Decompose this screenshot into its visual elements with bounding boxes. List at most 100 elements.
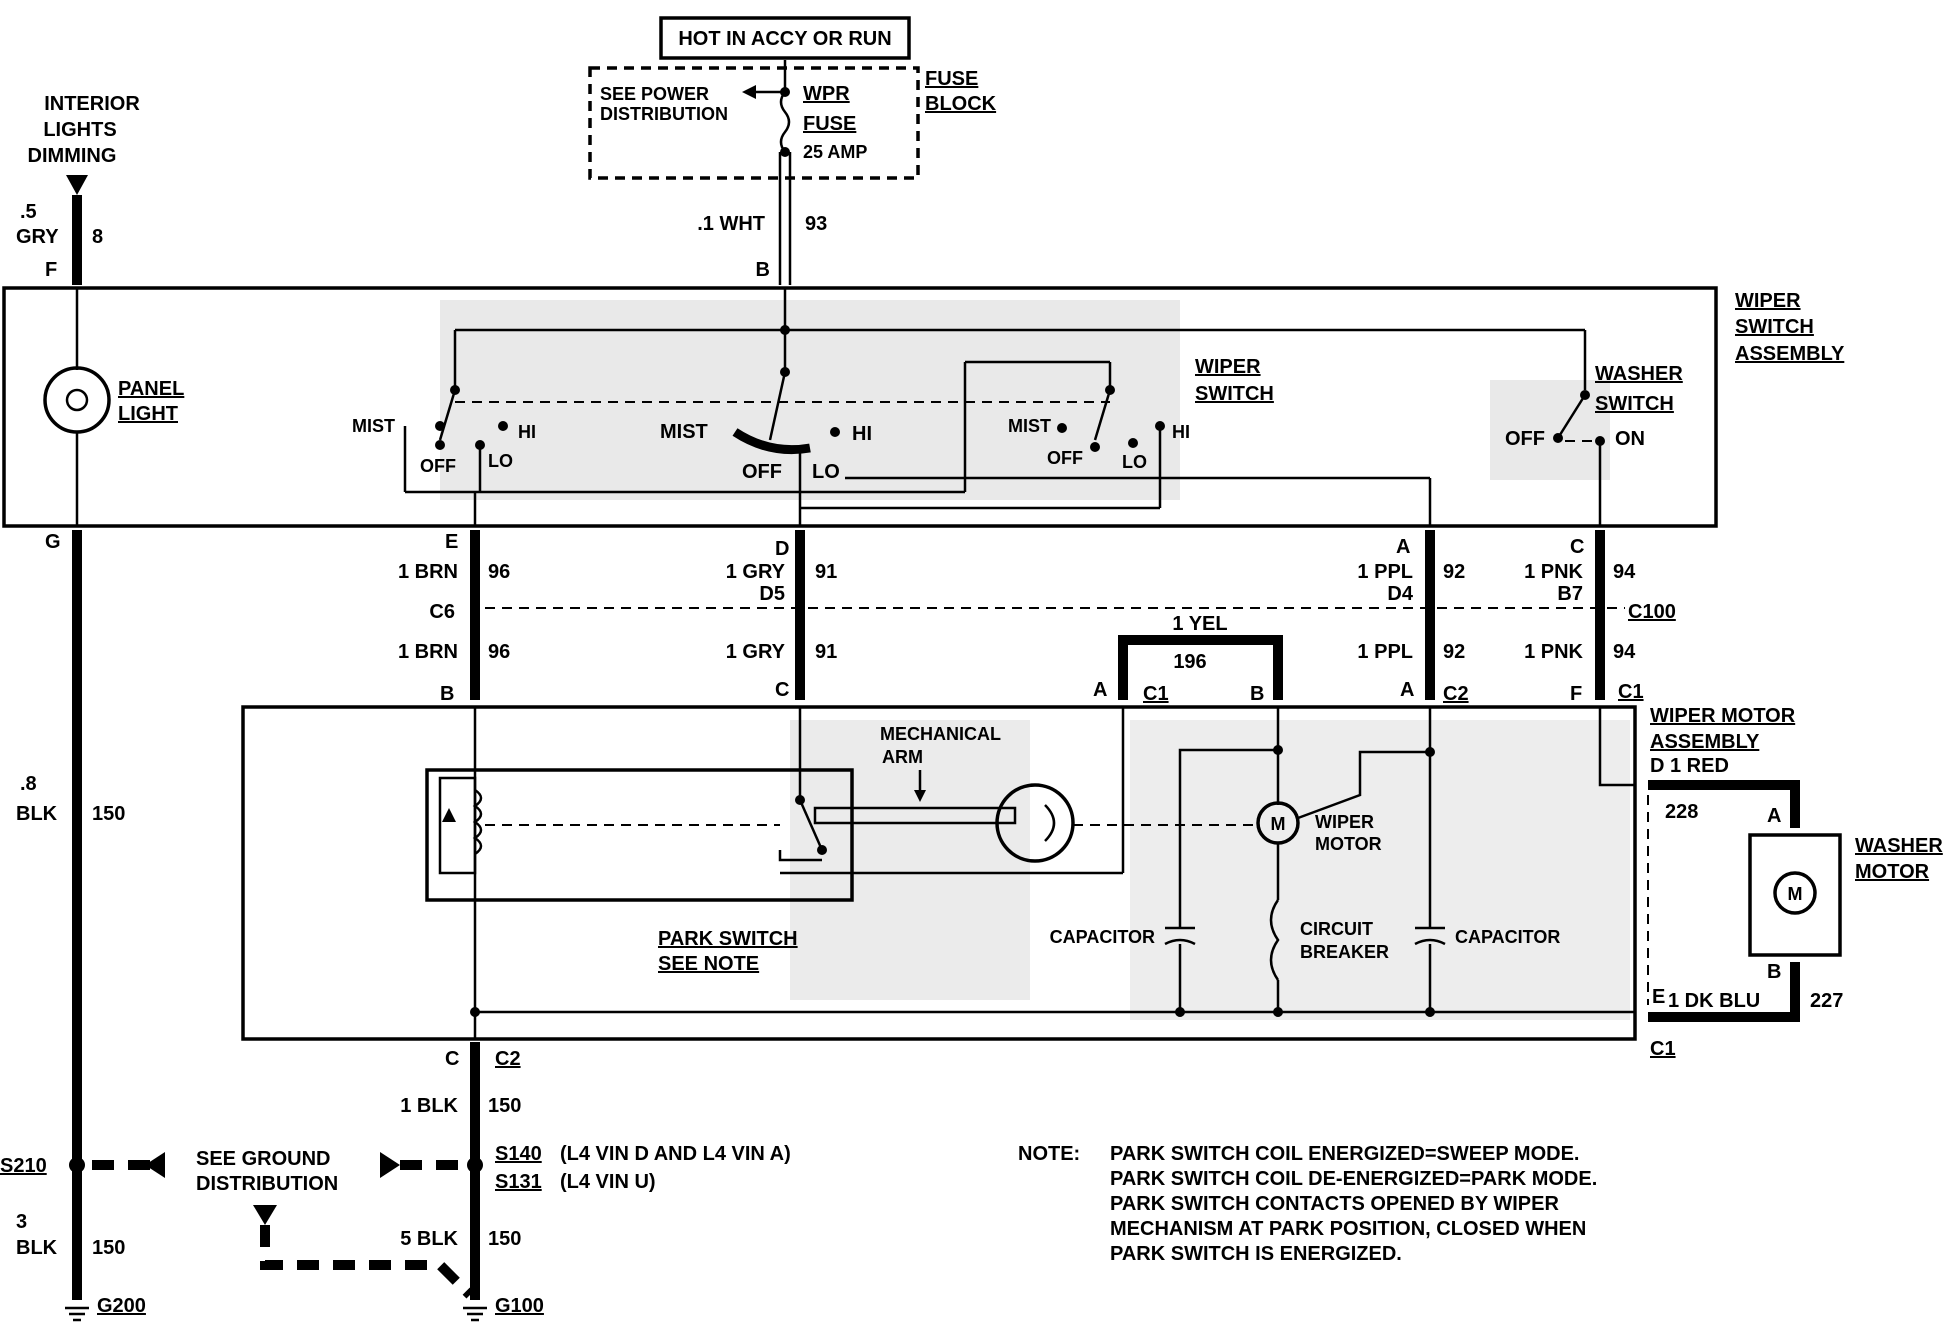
fuse-block-title-1: FUSE [925,68,978,90]
wiper-motor-label2: MOTOR [1315,834,1382,854]
wire-upper-1-label: 1 BRN [398,561,458,583]
wsa-line3: ASSEMBLY [1735,343,1845,365]
sw1-off [435,440,445,450]
wire-upper-2-circuit: 91 [815,561,837,583]
left-wire-color: BLK [16,803,58,825]
breaker-label2: BREAKER [1300,942,1389,962]
s140-splice [467,1157,483,1173]
fuse-node-bottom [780,147,790,157]
sw1-hi-label: HI [518,422,536,442]
wiper-switch-assembly-box [2,286,1718,528]
wire-upper-2-label: 1 GRY [726,561,786,583]
park-contact-blade [798,799,824,851]
yel-label: 1 YEL [1172,613,1227,635]
wire-upper-1-circuit: 96 [488,561,510,583]
mech-arm-label2: ARM [882,747,923,767]
blu-wire-connector: C1 [1650,1038,1676,1060]
sw1-mist [435,421,445,431]
see-power-1: SEE POWER [600,84,709,104]
g200-label: G200 [97,1295,146,1317]
ground-node-4 [1425,1007,1435,1017]
sw2-blade [732,428,811,455]
interior-color: GRY [16,226,59,248]
wire-upper-4-circuit: 94 [1613,561,1636,583]
wiper-switch-label2: SWITCH [1195,383,1274,405]
mech-arm-pointer-tip [914,790,926,802]
motor-c2-name: C2 [1443,683,1469,705]
park-diode [442,808,456,822]
sw3-lo-label: LO [1122,452,1147,472]
s140-desc: (L4 VIN D AND L4 VIN A) [560,1143,791,1165]
note-line-3: PARK SWITCH CONTACTS OPENED BY WIPER [1110,1193,1559,1215]
left-cap-plate2 [1164,938,1196,946]
washer-off [1553,433,1563,443]
motor-pin-b2: B [1250,683,1264,705]
s131-desc: (L4 VIN U) [560,1171,656,1193]
sw3-mist [1057,423,1067,433]
s140-label: S140 [495,1143,542,1165]
see-power-2: DISTRIBUTION [600,104,728,124]
note-line-1: PARK SWITCH COIL ENERGIZED=SWEEP MODE. [1110,1143,1580,1165]
red-wire-circuit: 228 [1665,801,1698,823]
feed-label: .1 WHT [697,213,765,235]
sw1-blade [438,389,457,441]
yel-circuit: 196 [1173,651,1206,673]
motor-c1-name: C1 [1143,683,1169,705]
fuse-name-1: WPR [803,83,850,105]
wire-lower-3-circuit: 92 [1443,641,1465,663]
hot-label: HOT IN ACCY OR RUN [678,28,891,50]
interior-line2: LIGHTS [43,119,116,141]
wiper-motor-label1: WIPER [1315,812,1374,832]
washer-feed-internal [1598,707,1635,787]
c100-d4: D4 [1387,583,1413,605]
interior-pin: F [45,259,57,281]
sw3-mist-label: MIST [1008,416,1051,436]
park-coil [472,788,483,856]
sw1-mist-label: MIST [352,416,395,436]
interior-line1: INTERIOR [44,93,140,115]
note-line-2: PARK SWITCH COIL DE-ENERGIZED=PARK MODE. [1110,1168,1597,1190]
blk-wire-label: 1 BLK [400,1095,458,1117]
note-line-4: MECHANISM AT PARK POSITION, CLOSED WHEN [1110,1218,1586,1240]
feed-pin: B [756,259,770,281]
sw2-arm [768,371,787,441]
panel-light-bulb [43,366,111,434]
ground-dist-arrow [380,1152,400,1178]
wiper-motor-assembly-box [241,705,1637,1041]
motor-shade [790,720,1030,1000]
wiper-switch-label1: WIPER [1195,356,1261,378]
wsa-line2: SWITCH [1735,316,1814,338]
s210-splice [69,1157,85,1173]
right-cap-node [1425,747,1435,757]
wire-lower-1-label: 1 BRN [398,641,458,663]
left-wire-gauge: .8 [20,773,37,795]
wire-lower-1-circuit: 96 [488,641,510,663]
fuse-block-box [588,66,920,180]
c100-b7: B7 [1557,583,1583,605]
motor-pin-a1: A [1093,679,1107,701]
ground-dist-label2: DISTRIBUTION [196,1173,338,1195]
breaker-label1: CIRCUIT [1300,919,1373,939]
park-switch-box [425,768,854,902]
washer-motor-label1: WASHER [1855,835,1943,857]
motor-hi-brush [1297,750,1430,820]
capacitor-right-label: CAPACITOR [1455,927,1560,947]
sw2-mist-label: MIST [660,421,708,443]
cam-arrow [1044,804,1056,842]
mechanical-arm [813,806,1017,825]
wire-lower-2-circuit: 91 [815,641,837,663]
wiper-motor-m: M [1271,814,1286,834]
wire-lower-4-circuit: 94 [1613,641,1636,663]
blu-wire-pin: E [1652,986,1665,1008]
c100-d5: D5 [759,583,785,605]
left-cap-feed [1178,748,1278,928]
wire-lower-4-label: 1 PNK [1524,641,1583,663]
yel-196-wire [1118,635,1283,700]
pin-e: E [445,531,458,553]
right-cap-plate2 [1414,938,1446,946]
hot-label-box [659,16,911,60]
lower-left-color: BLK [16,1237,58,1259]
motor-pin-c1: C [775,679,789,701]
motor-pin-f: F [1570,683,1582,705]
panel-light-label1: PANEL [118,378,184,400]
